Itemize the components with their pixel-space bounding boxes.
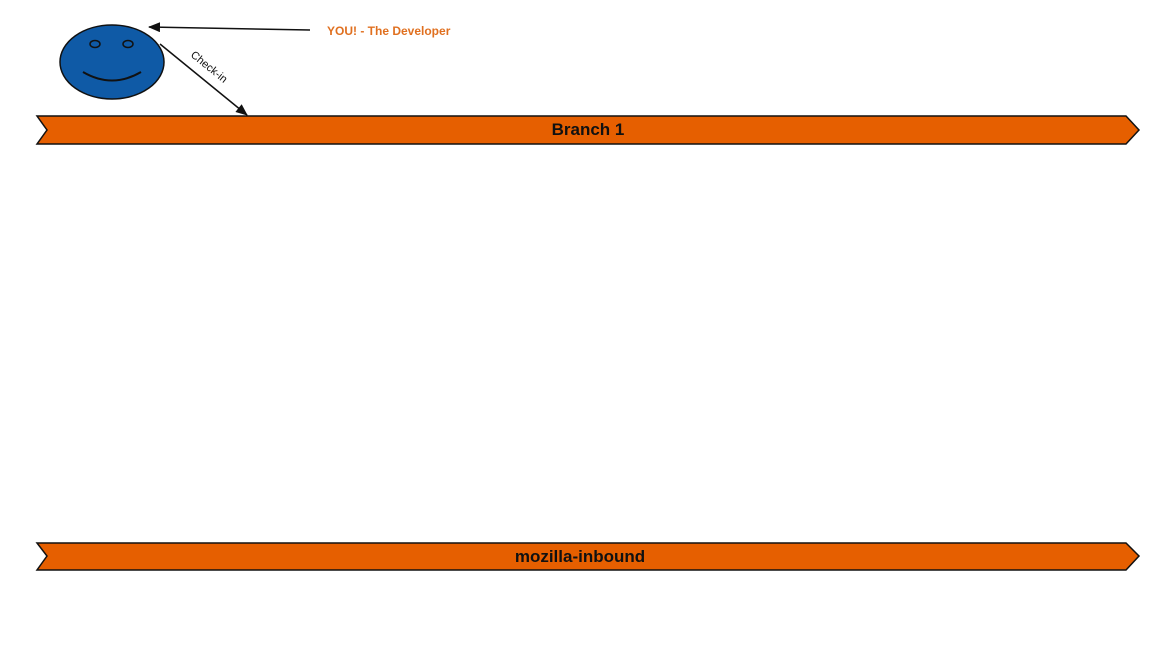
smiley-right-eye xyxy=(122,39,134,49)
mozilla-inbound-bar: mozilla-inbound xyxy=(35,542,1141,571)
smiley-left-eye xyxy=(89,39,101,49)
branch-1-label: Branch 1 xyxy=(552,120,625,139)
smiley-face-icon xyxy=(59,24,165,100)
smiley-mouth xyxy=(82,71,142,82)
checkin-arrow xyxy=(159,43,248,116)
checkin-label: Check-in xyxy=(188,49,229,86)
mozilla-inbound-arrow-shape xyxy=(35,542,1141,571)
smiley-head xyxy=(59,24,165,100)
developer-pointer-arrow xyxy=(148,22,311,33)
mozilla-inbound-label: mozilla-inbound xyxy=(515,547,645,566)
branch-1-arrow-shape xyxy=(35,115,1141,145)
branch-1-bar: Branch 1 xyxy=(35,115,1141,145)
developer-label: YOU! - The Developer xyxy=(327,24,451,38)
